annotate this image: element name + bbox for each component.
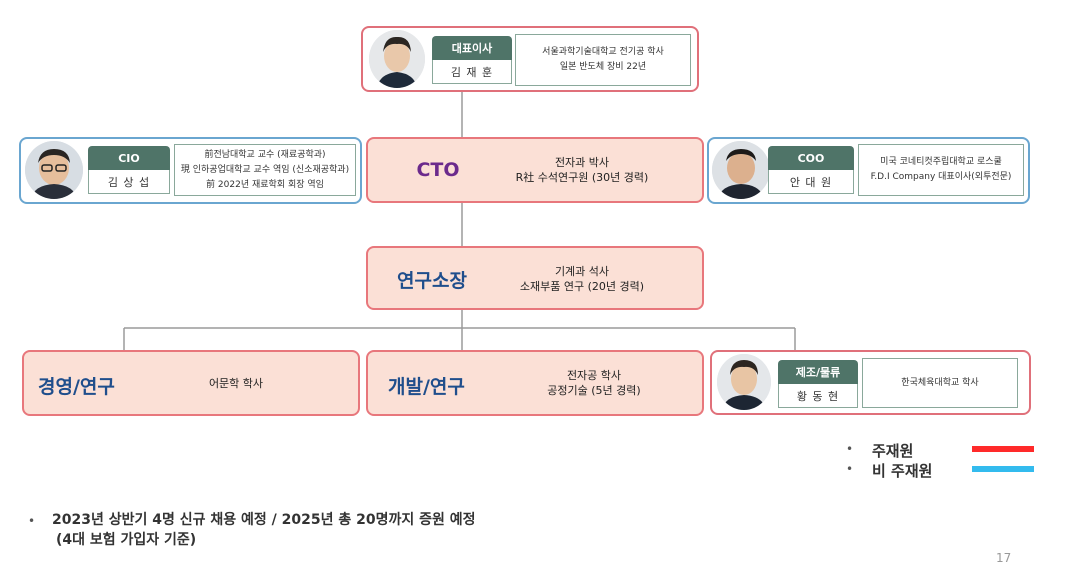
cio-photo	[25, 141, 83, 199]
coo-desc-line: F.D.I Company 대표이사(외투전문)	[870, 172, 1012, 182]
management-research-box	[22, 350, 360, 416]
lab-director-description: 기계과 석사 소재부품 연구 (20년 경력)	[492, 264, 672, 296]
cto-desc-line: R社 수석연구원 (30년 경력)	[515, 171, 649, 184]
hiring-plan-basis: (4대 보험 가입자 기준)	[56, 532, 197, 548]
legend-swatch-non-expat	[972, 466, 1034, 472]
legend-swatch-expat	[972, 446, 1034, 452]
ceo-role-tag: 대표이사	[432, 36, 512, 60]
cio-desc-line: 現 인하공업대학교 교수 역임 (신소재공학과)	[180, 164, 350, 175]
production-description: 한국체육대학교 학사	[862, 358, 1018, 408]
note-bullet: •	[28, 514, 36, 528]
coo-desc-line: 미국 코네티컷주립대학교 로스쿨	[880, 157, 1002, 167]
legend-label-non-expat: 비 주재원	[872, 462, 933, 480]
hiring-plan-note: 2023년 상반기 4명 신규 채용 예정 / 2025년 총 20명까지 증원…	[52, 512, 476, 528]
management-research-description: 어문학 학사	[208, 377, 264, 390]
lab-desc-line: 기계과 석사	[554, 265, 610, 278]
coo-photo	[712, 141, 770, 199]
ceo-photo	[369, 30, 425, 88]
coo-role-tag: COO	[768, 146, 854, 170]
management-research-title: 경영/연구	[38, 376, 115, 398]
development-research-box	[366, 350, 704, 416]
production-role-tag: 제조/물류	[778, 360, 858, 384]
cio-desc-line: 前 2022년 재료학회 회장 역임	[206, 179, 324, 190]
coo-description: 미국 코네티컷주립대학교 로스쿨 F.D.I Company 대표이사(외투전문…	[858, 144, 1024, 196]
ceo-description: 서울과학기술대학교 전기공 학사 일본 반도체 장비 22년	[515, 34, 691, 86]
coo-name: 안 대 원	[768, 170, 854, 194]
cio-role-tag: CIO	[88, 146, 170, 170]
cto-title: CTO	[416, 159, 460, 181]
dev-desc-line: 전자공 학사	[566, 369, 622, 382]
cto-box	[366, 137, 704, 203]
ceo-desc-line: 일본 반도체 장비 22년	[559, 62, 647, 72]
development-research-title: 개발/연구	[388, 376, 465, 398]
cto-description: 전자과 박사 R社 수석연구원 (30년 경력)	[488, 155, 676, 187]
legend-bullet: •	[846, 442, 854, 456]
cio-desc-line: 前전남대학교 교수 (재료공학과)	[204, 149, 326, 160]
cio-description: 前전남대학교 교수 (재료공학과) 現 인하공업대학교 교수 역임 (신소재공학…	[174, 144, 356, 196]
dev-desc-line: 공정기술 (5년 경력)	[547, 384, 641, 397]
cto-desc-line: 전자과 박사	[554, 156, 610, 169]
legend-label-expat: 주재원	[872, 442, 914, 460]
development-research-description: 전자공 학사 공정기술 (5년 경력)	[514, 368, 674, 400]
cio-name: 김 상 섭	[88, 170, 170, 194]
lab-desc-line: 소재부품 연구 (20년 경력)	[519, 280, 645, 293]
legend-bullet: •	[846, 462, 854, 476]
lab-director-title: 연구소장	[397, 270, 467, 292]
ceo-desc-line: 서울과학기술대학교 전기공 학사	[542, 47, 664, 57]
ceo-name: 김 재 훈	[432, 60, 512, 84]
lab-director-box	[366, 246, 704, 310]
page-number: 17	[996, 551, 1012, 565]
production-name: 황 동 현	[778, 384, 858, 408]
production-photo	[717, 354, 771, 410]
